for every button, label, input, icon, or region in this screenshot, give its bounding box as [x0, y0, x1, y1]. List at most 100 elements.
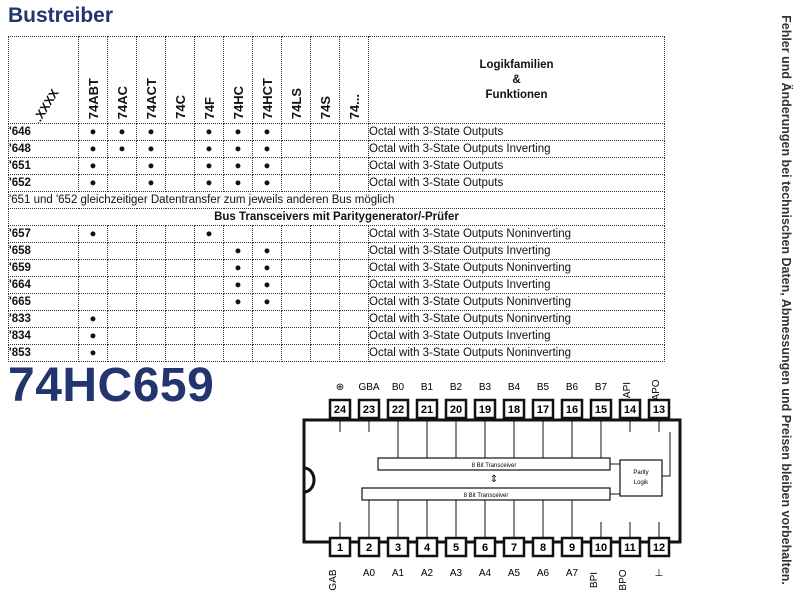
page-header: Bustreiber — [8, 4, 114, 27]
function-heading-line: Funktionen — [485, 88, 548, 101]
availability-cell — [252, 327, 282, 345]
function-text: Octal with 3-State Outputs Inverting — [368, 242, 665, 260]
pin-label: API — [622, 382, 633, 398]
logic-family-table: 74....XXXX 74ABT 74AC 74ACT 74C 74F 74HC… — [8, 36, 665, 362]
availability-cell — [339, 293, 369, 311]
table-row: '834●Octal with 3-State Outputs Invertin… — [8, 327, 665, 345]
availability-cell — [107, 242, 137, 260]
availability-dot: ● — [263, 142, 271, 155]
availability-cell — [78, 276, 108, 294]
availability-cell: ● — [194, 157, 224, 175]
availability-cell: ● — [223, 123, 253, 141]
pin: 24⊕ — [328, 382, 352, 432]
availability-cell — [281, 242, 311, 260]
availability-cell — [136, 225, 166, 243]
table-row: '646●●●●●●Octal with 3-State Outputs — [8, 123, 665, 141]
availability-dot: ● — [89, 125, 97, 138]
pin-label: A0 — [363, 568, 376, 579]
availability-cell — [252, 344, 282, 362]
family-header: 74LS — [281, 36, 311, 124]
family-header: 74S — [310, 36, 340, 124]
availability-cell: ● — [107, 140, 137, 158]
availability-cell: ● — [223, 157, 253, 175]
availability-cell — [107, 259, 137, 277]
availability-cell: ● — [194, 140, 224, 158]
pin: 3A1 — [386, 500, 410, 579]
pin-number: 19 — [479, 404, 491, 416]
availability-cell — [165, 276, 195, 294]
lower-transceiver-label: 8 Bit Transceiver — [464, 493, 509, 499]
availability-cell — [281, 225, 311, 243]
availability-cell: ● — [136, 157, 166, 175]
availability-dot: ● — [89, 159, 97, 172]
availability-dot: ● — [89, 312, 97, 325]
availability-cell — [339, 276, 369, 294]
availability-cell: ● — [136, 123, 166, 141]
availability-dot: ● — [263, 244, 271, 257]
availability-cell — [281, 259, 311, 277]
pin: 12⊥ — [647, 522, 671, 579]
availability-dot: ● — [147, 176, 155, 189]
availability-cell: ● — [194, 174, 224, 192]
availability-cell — [136, 293, 166, 311]
availability-cell — [281, 157, 311, 175]
pin-label: A4 — [479, 568, 492, 579]
availability-dot: ● — [89, 227, 97, 240]
part-number: '665 — [8, 293, 79, 311]
availability-cell — [339, 344, 369, 362]
table-row: '853●Octal with 3-State Outputs Noninver… — [8, 344, 665, 362]
family-header: 74F — [194, 36, 224, 124]
family-label: 74HCT — [259, 77, 275, 119]
availability-cell: ● — [194, 123, 224, 141]
availability-cell: ● — [78, 327, 108, 345]
family-label: 74AC — [114, 85, 130, 119]
family-label: 74LS — [288, 87, 304, 119]
pin-label: BPO — [618, 569, 629, 590]
availability-dot: ● — [234, 125, 242, 138]
family-header: 74... — [339, 36, 369, 124]
pin-number: 18 — [508, 404, 520, 416]
availability-cell — [252, 310, 282, 328]
availability-cell — [136, 310, 166, 328]
family-label: 74ACT — [143, 77, 159, 119]
availability-dot: ● — [263, 295, 271, 308]
pin-number: 14 — [624, 404, 637, 416]
availability-cell — [310, 310, 340, 328]
availability-dot: ● — [234, 244, 242, 257]
availability-cell — [107, 157, 137, 175]
availability-cell — [223, 344, 253, 362]
availability-cell: ● — [223, 293, 253, 311]
availability-cell: ● — [252, 259, 282, 277]
pin-number: 15 — [595, 404, 607, 416]
availability-cell — [281, 123, 311, 141]
section-row: Bus Transceivers mit Paritygenerator/-Pr… — [8, 208, 665, 226]
availability-cell: ● — [78, 225, 108, 243]
availability-cell: ● — [252, 276, 282, 294]
availability-cell — [339, 242, 369, 260]
pin-label: A3 — [450, 568, 463, 579]
availability-cell — [136, 327, 166, 345]
table-row: '648●●●●●●Octal with 3-State Outputs Inv… — [8, 140, 665, 158]
pin-label: A7 — [566, 568, 579, 579]
part-number: '648 — [8, 140, 79, 158]
availability-dot: ● — [263, 125, 271, 138]
family-label: 74ABT — [85, 77, 101, 119]
table-row: '651●●●●●Octal with 3-State Outputs — [8, 157, 665, 175]
pin-number: 3 — [395, 542, 401, 554]
availability-cell — [78, 293, 108, 311]
availability-cell — [165, 259, 195, 277]
function-text: Octal with 3-State Outputs Inverting — [368, 276, 665, 294]
availability-dot: ● — [205, 227, 213, 240]
availability-cell: ● — [78, 310, 108, 328]
pin-label: A5 — [508, 568, 521, 579]
note-row: '651 und '652 gleichzeitiger Datentransf… — [8, 191, 665, 209]
pin-label: B7 — [595, 382, 608, 393]
availability-cell — [165, 310, 195, 328]
availability-cell: ● — [223, 242, 253, 260]
table-row: '652●●●●●Octal with 3-State Outputs — [8, 174, 665, 192]
